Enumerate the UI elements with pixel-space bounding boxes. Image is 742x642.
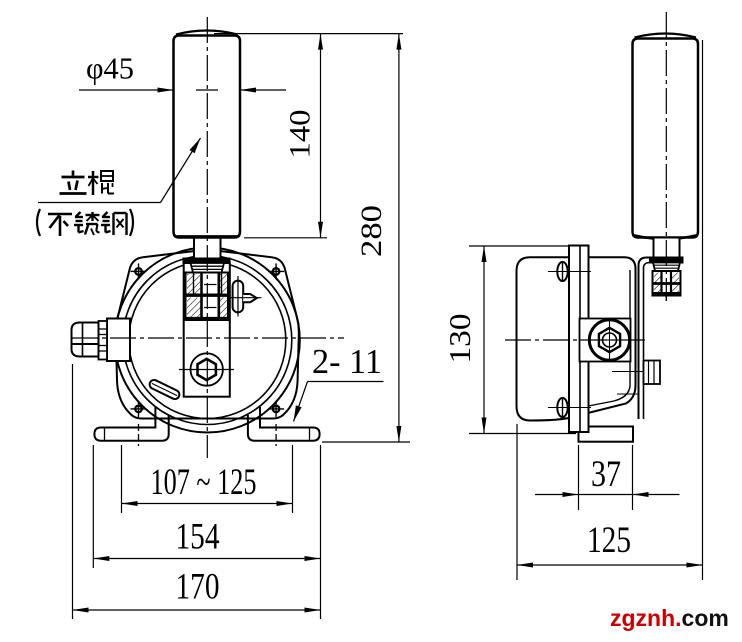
svg-text:37: 37 xyxy=(591,454,621,495)
svg-text:107 ~ 125: 107 ~ 125 xyxy=(151,462,257,503)
svg-text:2- 11: 2- 11 xyxy=(312,342,382,381)
svg-text:125: 125 xyxy=(587,520,631,561)
svg-text:170: 170 xyxy=(176,567,220,608)
svg-text:φ45: φ45 xyxy=(86,51,134,86)
svg-text:130: 130 xyxy=(442,314,477,364)
svg-text:154: 154 xyxy=(176,517,220,558)
svg-text:zgznh.com: zgznh.com xyxy=(610,605,729,631)
svg-text:280: 280 xyxy=(355,205,388,257)
svg-text:140: 140 xyxy=(284,110,317,159)
